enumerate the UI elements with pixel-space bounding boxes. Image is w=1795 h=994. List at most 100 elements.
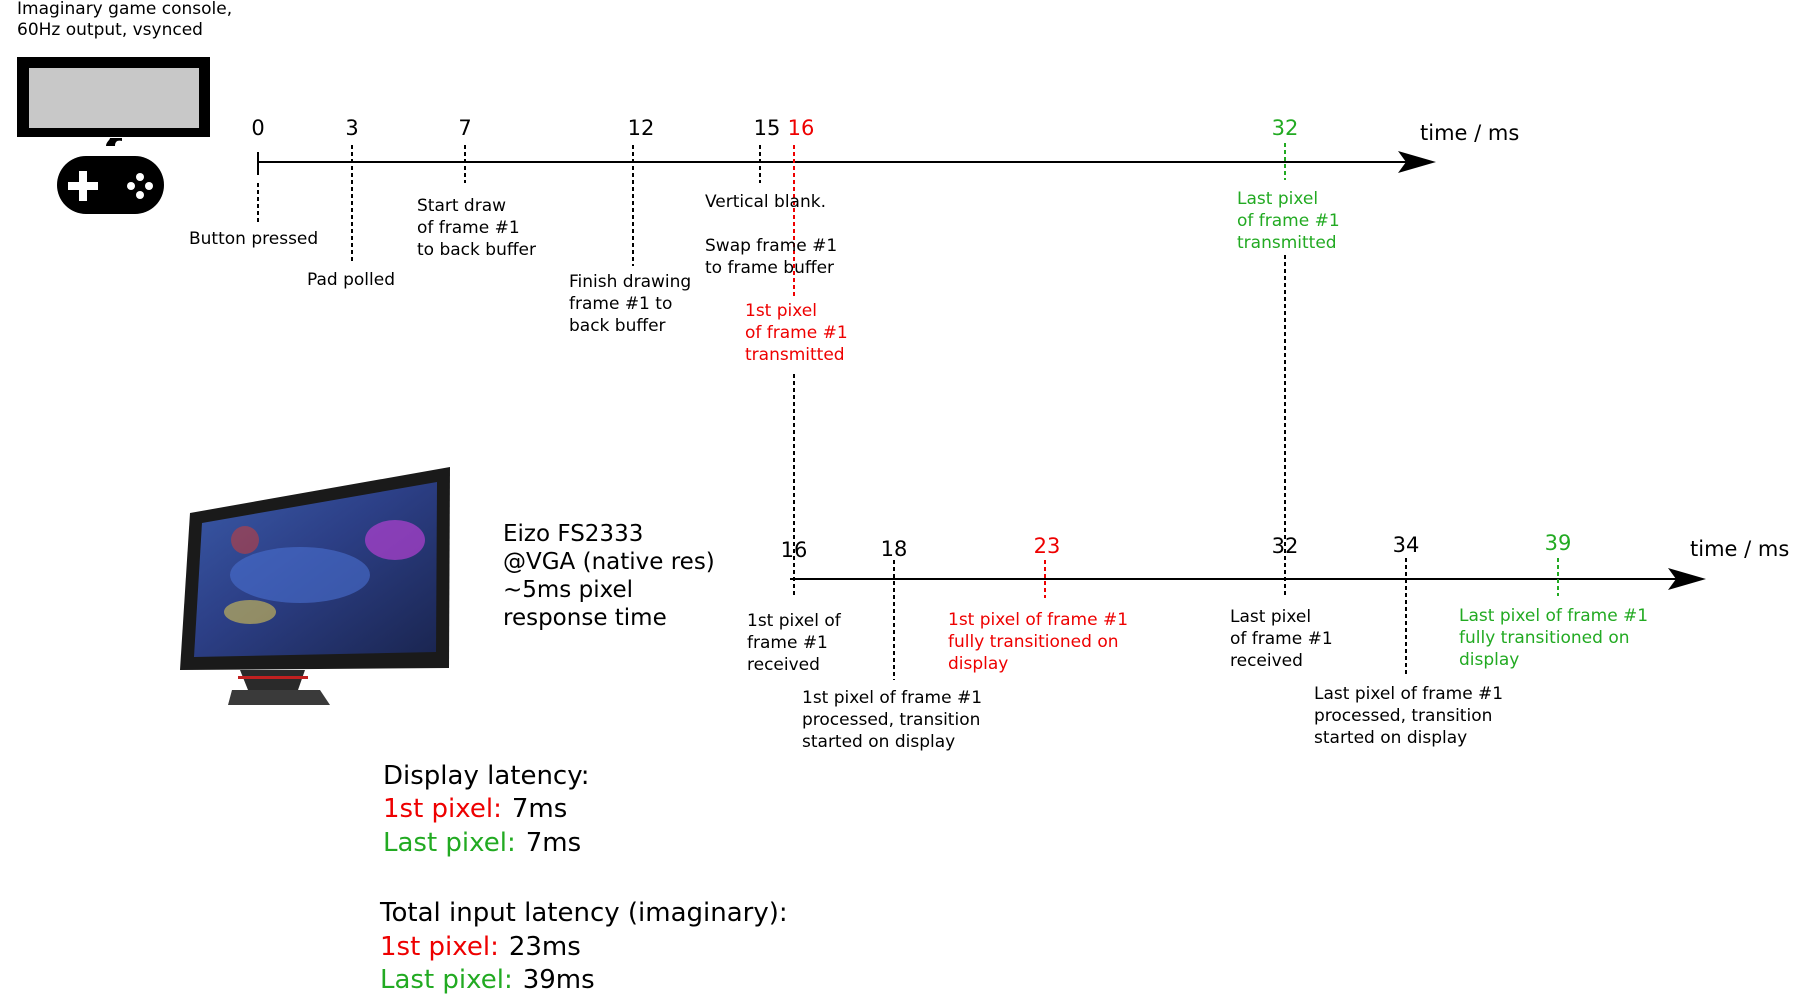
event-last-pixel-transmitted-line-2: of frame #1 bbox=[1237, 211, 1340, 231]
bottom-tick-23: 23 bbox=[1034, 534, 1061, 598]
event-last-pixel-transitioned: Last pixel of frame #1 fully transitione… bbox=[1459, 606, 1648, 670]
event-first-pixel-processed-line-1: 1st pixel of frame #1 bbox=[802, 688, 982, 708]
event-first-pixel-processed-line-3: started on display bbox=[802, 732, 955, 752]
game-console-icon bbox=[17, 57, 210, 214]
bottom-tick-16-label: 16 bbox=[781, 538, 808, 562]
total-latency-first-value: 23ms bbox=[509, 932, 581, 962]
event-finish-drawing-line-3: back buffer bbox=[569, 316, 666, 336]
top-tick-3: 3 bbox=[345, 116, 359, 264]
top-axis-label: time / ms bbox=[1420, 121, 1519, 145]
event-start-draw-line-1: Start draw bbox=[417, 196, 506, 216]
event-last-pixel-received-line-3: received bbox=[1230, 651, 1303, 671]
event-last-pixel-processed-line-3: started on display bbox=[1314, 728, 1467, 748]
event-last-pixel-received: Last pixel of frame #1 received bbox=[1230, 607, 1333, 671]
event-first-pixel-transmitted-line-2: of frame #1 bbox=[745, 323, 848, 343]
event-first-pixel-transmitted: 1st pixel of frame #1 transmitted bbox=[745, 301, 848, 365]
top-tick-0-label: 0 bbox=[251, 116, 264, 140]
event-first-pixel-transitioned-line-3: display bbox=[948, 654, 1008, 674]
event-first-pixel-received-line-1: 1st pixel of bbox=[747, 611, 842, 631]
event-first-pixel-transitioned-line-2: fully transitioned on bbox=[948, 632, 1119, 652]
bottom-tick-16: 16 bbox=[781, 538, 808, 562]
event-pad-polled-line-1: Pad polled bbox=[307, 270, 395, 290]
top-timeline-axis bbox=[257, 151, 1436, 175]
display-latency-last-row: Last pixel: 7ms bbox=[383, 828, 581, 858]
event-first-pixel-received-line-3: received bbox=[747, 655, 820, 675]
top-tick-0: 0 bbox=[251, 116, 265, 222]
event-vertical-blank-line-4: to frame buffer bbox=[705, 258, 834, 278]
event-last-pixel-transmitted-line-3: transmitted bbox=[1237, 233, 1337, 253]
top-tick-32: 32 bbox=[1272, 116, 1299, 180]
top-tick-16-label: 16 bbox=[788, 116, 815, 140]
event-last-pixel-processed-line-1: Last pixel of frame #1 bbox=[1314, 684, 1503, 704]
event-last-pixel-transitioned-line-2: fully transitioned on bbox=[1459, 628, 1630, 648]
event-finish-drawing-line-2: frame #1 to bbox=[569, 294, 672, 314]
event-button-pressed-line-1: Button pressed bbox=[189, 229, 318, 249]
event-vertical-blank-line-1: Vertical blank. bbox=[705, 192, 826, 212]
event-start-draw-line-2: of frame #1 bbox=[417, 218, 520, 238]
top-tick-12: 12 bbox=[628, 116, 655, 266]
bottom-tick-18: 18 bbox=[881, 537, 908, 680]
event-first-pixel-processed-line-2: processed, transition bbox=[802, 710, 980, 730]
total-latency-last-value: 39ms bbox=[523, 965, 595, 994]
display-latency-first-label: 1st pixel: bbox=[383, 794, 502, 824]
event-first-pixel-transitioned: 1st pixel of frame #1 fully transitioned… bbox=[948, 610, 1128, 674]
top-tick-7: 7 bbox=[458, 116, 472, 183]
display-latency-first-value: 7ms bbox=[512, 794, 567, 824]
event-finish-drawing: Finish drawing frame #1 to back buffer bbox=[569, 272, 691, 336]
event-first-pixel-transmitted-line-3: transmitted bbox=[745, 345, 845, 365]
event-start-draw-line-3: to back buffer bbox=[417, 240, 536, 260]
display-latency-first-row: 1st pixel: 7ms bbox=[383, 794, 567, 824]
total-latency-first-label: 1st pixel: bbox=[380, 932, 499, 962]
top-tick-16: 16 bbox=[788, 116, 815, 298]
event-last-pixel-processed: Last pixel of frame #1 processed, transi… bbox=[1314, 684, 1503, 748]
total-latency-last-label: Last pixel: bbox=[380, 965, 513, 994]
display-latency-last-label: Last pixel: bbox=[383, 828, 516, 858]
display-latency-heading: Display latency: bbox=[383, 761, 589, 791]
event-finish-drawing-line-1: Finish drawing bbox=[569, 272, 691, 292]
top-tick-15-label: 15 bbox=[754, 116, 781, 140]
event-vertical-blank: Vertical blank. Swap frame #1 to frame b… bbox=[705, 192, 837, 278]
event-vertical-blank-line-3: Swap frame #1 bbox=[705, 236, 837, 256]
event-last-pixel-transitioned-line-1: Last pixel of frame #1 bbox=[1459, 606, 1648, 626]
monitor-icon bbox=[180, 467, 450, 705]
monitor-description-line-3: ~5ms pixel bbox=[503, 577, 633, 603]
event-first-pixel-received: 1st pixel of frame #1 received bbox=[747, 611, 842, 675]
bottom-timeline-axis bbox=[790, 568, 1706, 590]
event-last-pixel-received-line-1: Last pixel bbox=[1230, 607, 1311, 627]
display-latency-summary: Display latency: 1st pixel: 7ms Last pixe… bbox=[383, 761, 589, 858]
total-latency-heading: Total input latency (imaginary): bbox=[379, 898, 788, 928]
bottom-tick-34: 34 bbox=[1393, 533, 1419, 676]
event-start-draw: Start draw of frame #1 to back buffer bbox=[417, 196, 536, 260]
event-last-pixel-processed-line-2: processed, transition bbox=[1314, 706, 1492, 726]
display-latency-last-value: 7ms bbox=[526, 828, 581, 858]
bottom-tick-23-label: 23 bbox=[1034, 534, 1061, 558]
top-tick-15: 15 bbox=[754, 116, 781, 183]
monitor-description-line-4: response time bbox=[503, 605, 667, 631]
event-last-pixel-received-line-2: of frame #1 bbox=[1230, 629, 1333, 649]
event-button-pressed: Button pressed bbox=[189, 229, 318, 249]
event-last-pixel-transitioned-line-3: display bbox=[1459, 650, 1519, 670]
event-last-pixel-transmitted: Last pixel of frame #1 transmitted bbox=[1237, 189, 1340, 253]
top-tick-12-label: 12 bbox=[628, 116, 655, 140]
bottom-tick-18-label: 18 bbox=[881, 537, 908, 561]
console-caption-line-2: 60Hz output, vsynced bbox=[17, 20, 203, 40]
console-caption-line-1: Imaginary game console, bbox=[17, 0, 232, 19]
event-first-pixel-transmitted-line-1: 1st pixel bbox=[745, 301, 817, 321]
total-latency-first-row: 1st pixel: 23ms bbox=[380, 932, 581, 962]
event-last-pixel-transmitted-line-1: Last pixel bbox=[1237, 189, 1318, 209]
top-tick-7-label: 7 bbox=[458, 116, 471, 140]
bottom-tick-32: 32 bbox=[1272, 534, 1299, 558]
top-tick-3-label: 3 bbox=[345, 116, 358, 140]
event-first-pixel-processed: 1st pixel of frame #1 processed, transit… bbox=[802, 688, 982, 752]
total-latency-last-row: Last pixel: 39ms bbox=[380, 965, 595, 994]
bottom-tick-32-label: 32 bbox=[1272, 534, 1299, 558]
monitor-description-line-2: @VGA (native res) bbox=[503, 549, 715, 575]
bottom-axis-label: time / ms bbox=[1690, 537, 1789, 561]
bottom-tick-39-label: 39 bbox=[1545, 531, 1572, 555]
bottom-tick-39: 39 bbox=[1545, 531, 1572, 596]
top-tick-32-label: 32 bbox=[1272, 116, 1299, 140]
event-first-pixel-transitioned-line-1: 1st pixel of frame #1 bbox=[948, 610, 1128, 630]
total-latency-summary: Total input latency (imaginary): 1st pix… bbox=[379, 898, 788, 994]
event-pad-polled: Pad polled bbox=[307, 270, 395, 290]
